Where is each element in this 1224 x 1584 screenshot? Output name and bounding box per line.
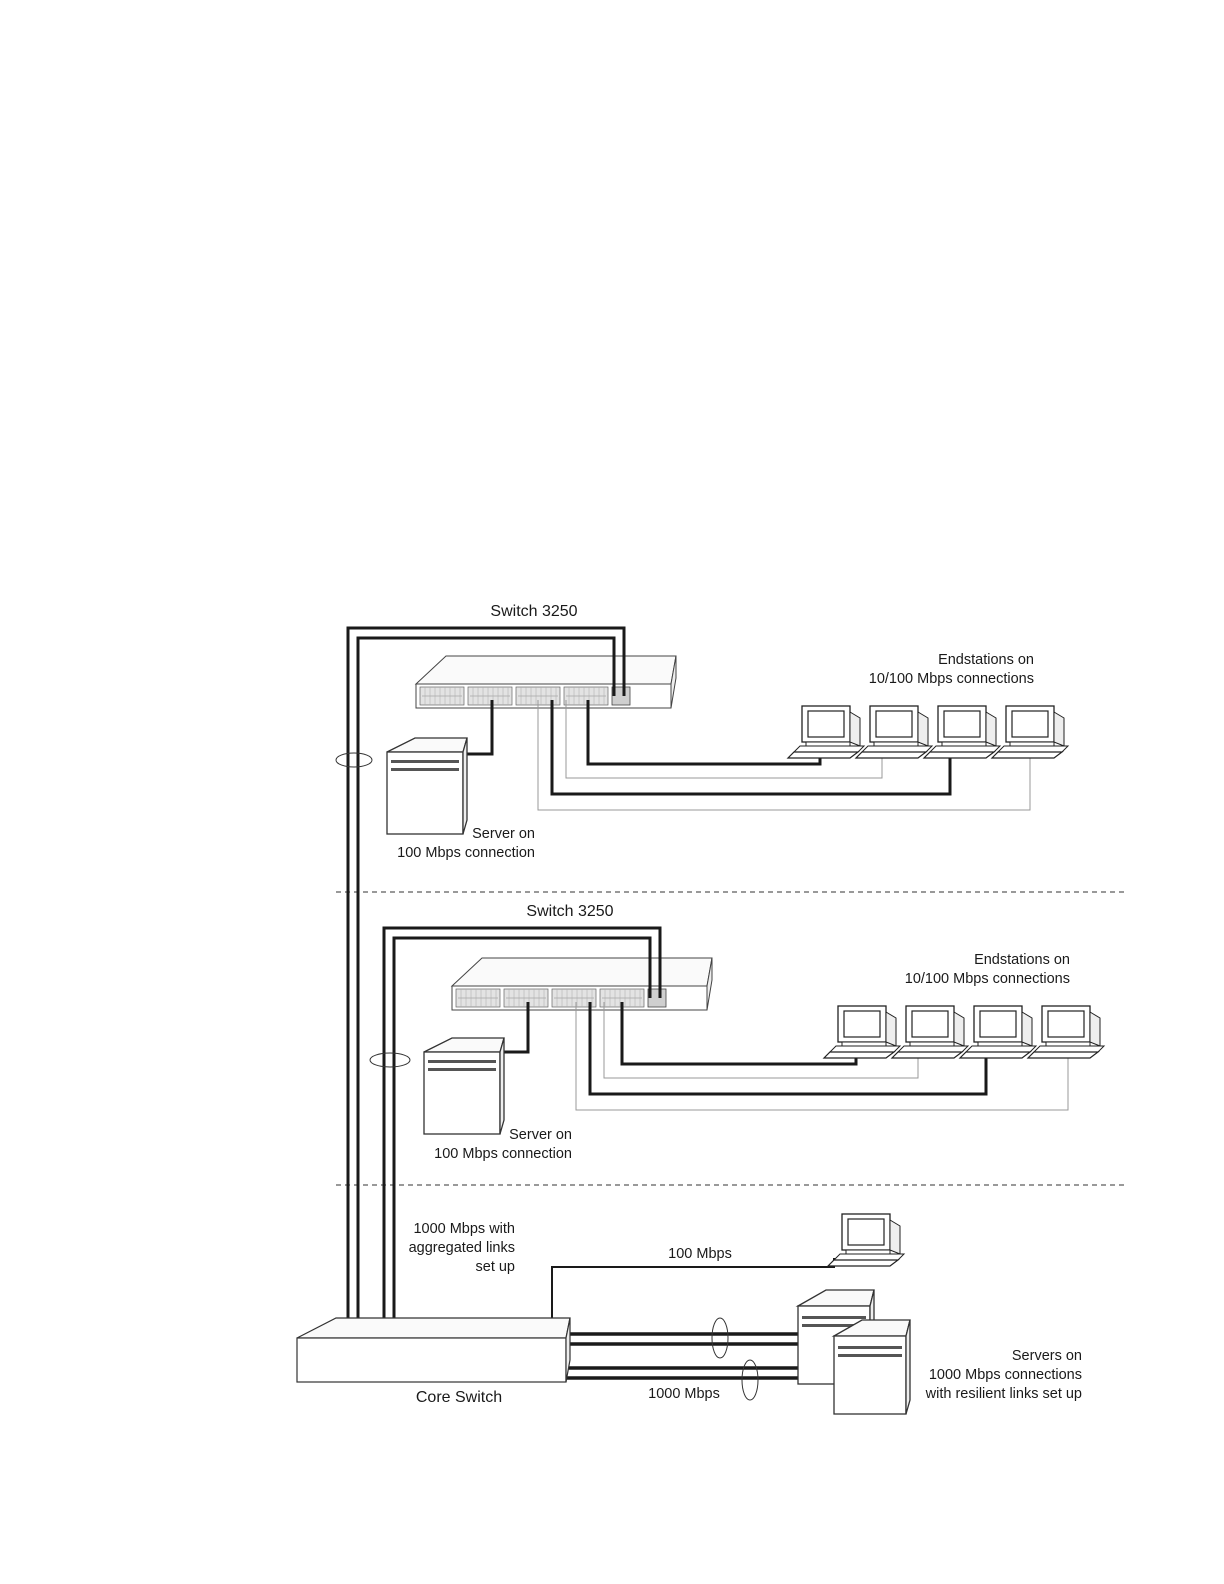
- aggregated-label-3: set up: [476, 1259, 516, 1275]
- workstation-icon: [1028, 1006, 1104, 1058]
- core-switch-title: Core Switch: [416, 1389, 502, 1406]
- server-icon: [387, 738, 467, 834]
- workstation-icon: [992, 706, 1068, 758]
- top-switch-title: Switch 3250: [490, 603, 577, 620]
- middle-switch-title: Switch 3250: [526, 903, 613, 920]
- link-100mbps: [552, 1258, 834, 1320]
- switch-icon: [416, 656, 676, 708]
- resilient-link-marker: [742, 1360, 758, 1400]
- top-endstations-label-2: 10/100 Mbps connections: [869, 671, 1034, 687]
- resilient-link-marker: [712, 1318, 728, 1358]
- workstation-icon: [856, 706, 932, 758]
- aggregated-label-2: aggregated links: [409, 1240, 515, 1256]
- middle-server-label-1: Server on: [509, 1127, 572, 1143]
- workstation-icon: [788, 706, 864, 758]
- workstation-icon: [892, 1006, 968, 1058]
- top-server-label-1: Server on: [472, 826, 535, 842]
- switch-icon: [452, 958, 712, 1010]
- middle-endstations-label-2: 10/100 Mbps connections: [905, 971, 1070, 987]
- links-1000mbps: [538, 1334, 836, 1378]
- aggregated-label-1: 1000 Mbps with: [413, 1221, 515, 1237]
- workstation-icon: [960, 1006, 1036, 1058]
- middle-server-label-2: 100 Mbps connection: [434, 1146, 572, 1162]
- link-1000-label: 1000 Mbps: [648, 1386, 720, 1402]
- link-100-label: 100 Mbps: [668, 1246, 732, 1262]
- server-icon: [834, 1320, 910, 1414]
- top-server-label-2: 100 Mbps connection: [397, 845, 535, 861]
- workstation-icon: [824, 1006, 900, 1058]
- middle-endstations-label-1: Endstations on: [974, 952, 1070, 968]
- link-aggregation-marker: [370, 1053, 410, 1067]
- servers-1000-label-3: with resilient links set up: [925, 1386, 1082, 1402]
- top-endstations-label-1: Endstations on: [938, 652, 1034, 668]
- servers-1000-label-2: 1000 Mbps connections: [929, 1367, 1082, 1383]
- servers-1000-label-1: Servers on: [1012, 1348, 1082, 1364]
- core-switch-icon: [297, 1318, 570, 1382]
- workstation-icon: [924, 706, 1000, 758]
- link-aggregation-marker: [336, 753, 372, 767]
- workstation-icon: [828, 1214, 904, 1266]
- server-icon: [424, 1038, 504, 1134]
